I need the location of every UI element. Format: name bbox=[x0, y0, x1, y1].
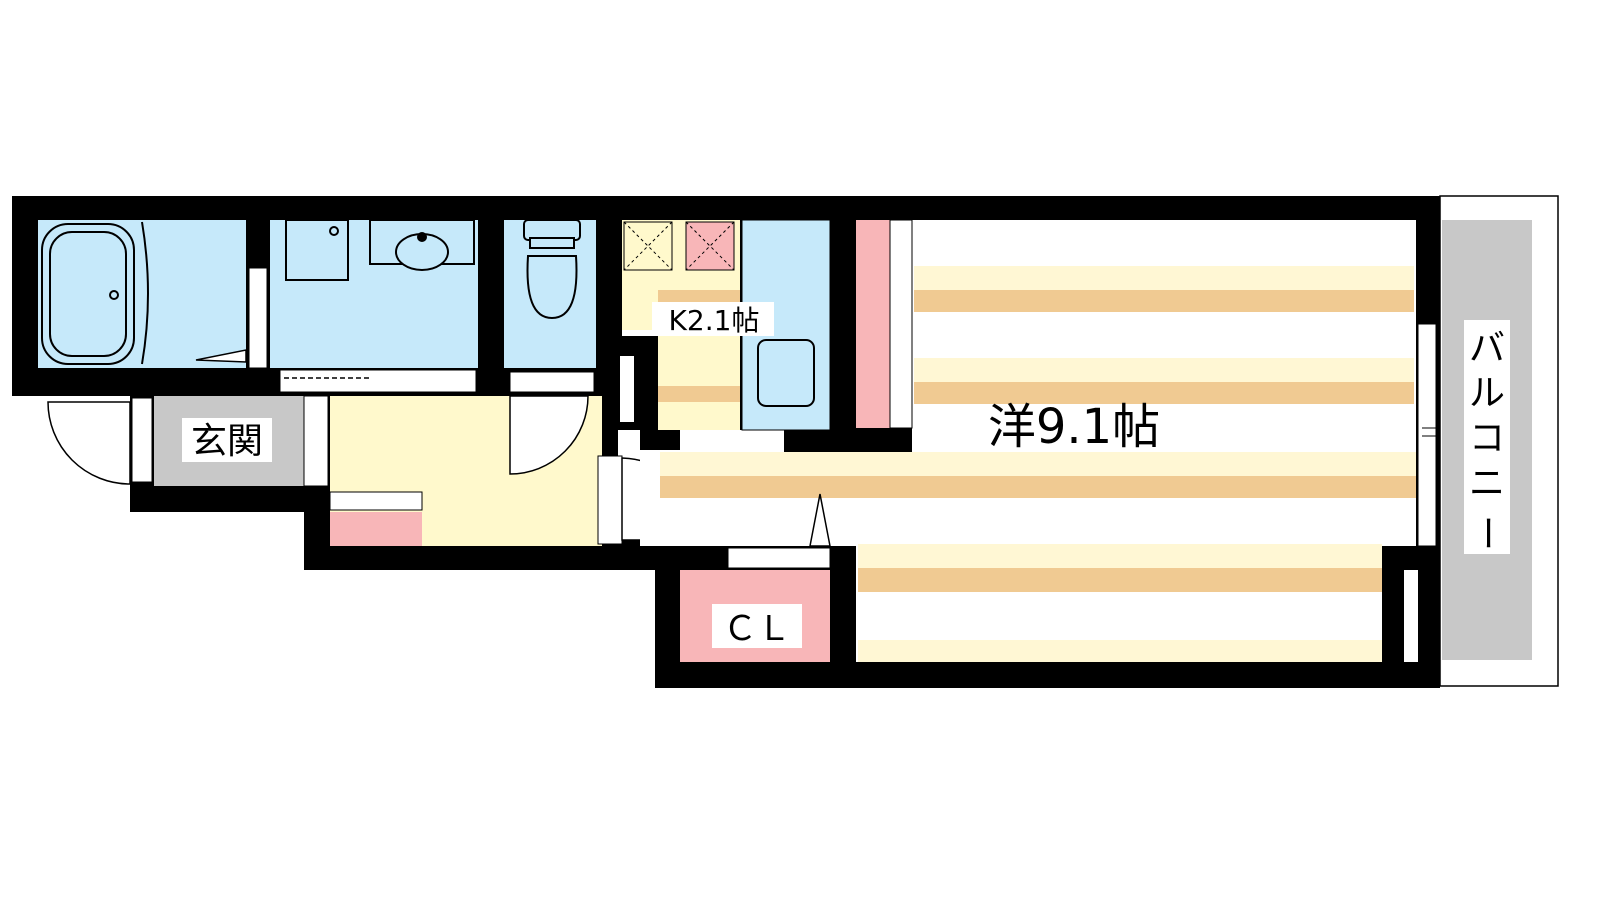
western-room-floor bbox=[912, 220, 1416, 454]
bath-partition bbox=[248, 267, 268, 369]
entrance-step bbox=[303, 395, 329, 487]
shoe-storage bbox=[330, 512, 422, 546]
entrance-label: 玄関 bbox=[191, 421, 263, 462]
balcony-label-char: コ bbox=[1469, 418, 1505, 459]
interior-wall-vertical bbox=[832, 210, 856, 450]
balcony-label-char: ニ bbox=[1469, 463, 1505, 504]
closet-door-icon bbox=[809, 493, 831, 547]
balcony-label-char: バ bbox=[1469, 328, 1505, 369]
toilet-door-swing bbox=[509, 395, 589, 475]
toilet-icon bbox=[523, 219, 581, 320]
western-room-label: 洋9.1帖 bbox=[988, 399, 1160, 455]
toilet-door-frame bbox=[509, 371, 595, 393]
balcony-label-char: ー bbox=[1466, 515, 1507, 551]
balcony-window bbox=[1417, 323, 1437, 547]
balcony-label-char: ル bbox=[1469, 373, 1505, 414]
western-room-flooring bbox=[660, 266, 1416, 662]
closet-label: ＣＬ bbox=[723, 609, 791, 649]
kitchen-label: K2.1帖 bbox=[669, 304, 760, 337]
bath-door-icon bbox=[195, 349, 247, 363]
washing-machine-space bbox=[285, 219, 349, 281]
bathtub bbox=[41, 221, 149, 365]
bathroom bbox=[38, 220, 246, 368]
wash-basin bbox=[369, 219, 475, 271]
entrance-door-swing bbox=[47, 401, 131, 485]
kitchen-sink-icon bbox=[757, 339, 815, 407]
stove-icon bbox=[623, 221, 735, 271]
room-storage-shelf bbox=[856, 220, 890, 428]
sliding-door-washroom bbox=[279, 369, 477, 393]
kitchen-flooring bbox=[658, 290, 740, 402]
balcony-label: バ ル コ ニ ー bbox=[1466, 328, 1507, 551]
